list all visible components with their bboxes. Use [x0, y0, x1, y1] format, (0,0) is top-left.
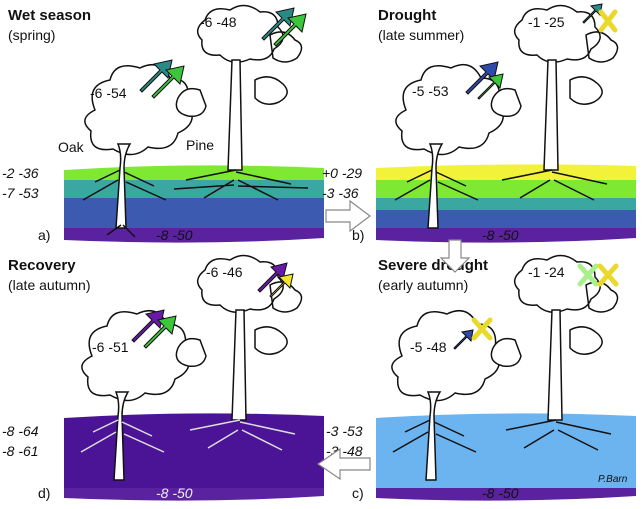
panel-subtitle: (late summer) [378, 27, 464, 43]
soil-mid-value: -8 -61 [2, 443, 39, 459]
soil-layer-5 [376, 228, 636, 243]
light-green-x-icon [577, 263, 599, 287]
pine-trunk [543, 59, 559, 171]
yellow-x-icon [598, 9, 618, 33]
oak-trunk [427, 143, 444, 229]
oak-value: -6 -51 [92, 339, 129, 355]
oak-canopy [395, 63, 504, 156]
green-arrow [273, 13, 307, 47]
pine-value: -1 -24 [528, 264, 565, 280]
soil-layer-1 [376, 413, 636, 488]
transition-arrow-c-to-d [316, 447, 371, 481]
oak-roots [392, 419, 477, 453]
panel-title: Severe drought [378, 257, 488, 274]
soil-layer-4 [376, 210, 636, 228]
soil-layer-3 [64, 198, 324, 228]
oak-roots [80, 419, 165, 453]
soil-top-value: -2 -36 [2, 165, 39, 181]
soil-layers-d [64, 413, 324, 501]
soil-mid-value: -7 -53 [2, 185, 39, 201]
oak-label: Oak [58, 139, 85, 155]
pine-trunk [227, 59, 243, 171]
water-arrows-pine-d [257, 262, 294, 298]
water-arrows-oak-c [453, 317, 493, 350]
pine-value: -6 -48 [200, 14, 237, 30]
soil-layer-4 [64, 228, 324, 243]
water-arrows-pine-c [577, 263, 619, 287]
panel-title: Wet season [8, 7, 91, 24]
oak-trunk [113, 391, 130, 481]
panel-subtitle: (spring) [8, 27, 55, 43]
oak-trunk [425, 391, 442, 481]
panel-title: Drought [378, 7, 436, 24]
pine-value: -1 -25 [528, 14, 565, 30]
soil-bottom-value: -8 -50 [482, 227, 519, 243]
water-arrows-oak-d [131, 309, 177, 349]
blue-arrow [465, 61, 499, 95]
soil-layer-2 [64, 180, 324, 198]
pine-roots [501, 169, 608, 201]
panel-subtitle: (late autumn) [8, 277, 90, 293]
oak-tree-b [394, 63, 504, 229]
water-arrows-pine-b [582, 3, 618, 33]
soil-bottom-value: -8 -50 [156, 485, 193, 501]
soil-layer-3 [376, 198, 636, 210]
soil-top-value: +0 -29 [322, 165, 362, 181]
transition-arrow-b-to-c [439, 239, 471, 273]
purple-arrow [257, 262, 288, 293]
pine-trunk [231, 309, 247, 421]
soil-bottom-value: -8 -50 [156, 227, 193, 243]
pine-value: -6 -46 [206, 264, 243, 280]
pine-tree-c [490, 254, 619, 451]
water-arrows-oak-b [465, 61, 504, 100]
teal-arrow [582, 3, 603, 24]
water-arrows-pine-a [261, 7, 307, 47]
oak-tree-d [80, 309, 190, 481]
oak-value: -6 -54 [90, 85, 127, 101]
blue-arrow [453, 329, 474, 350]
soil-top-value: -3 -53 [326, 423, 363, 439]
soil-layer-1 [64, 413, 324, 488]
panel-letter: c) [352, 485, 364, 501]
soil-bottom-value: -8 -50 [482, 485, 519, 501]
oak-roots [82, 169, 167, 238]
pine-tree-b [490, 4, 619, 201]
pine-trunk [547, 309, 563, 421]
soil-layers-c [376, 413, 636, 501]
green-arrow [151, 65, 185, 99]
panel-title: Recovery [8, 257, 76, 274]
artist-signature: P.Barn [598, 474, 628, 485]
green-arrow [143, 315, 177, 349]
panel-c: Severe drought (early autumn) -5 -48 -1 … [326, 254, 636, 501]
yellow-arrow [269, 273, 294, 298]
pine-label: Pine [186, 137, 214, 153]
pine-tree-d [175, 254, 303, 451]
yellow-x-icon [597, 263, 619, 287]
transition-arrow-a-to-b [325, 199, 371, 233]
oak-value: -5 -48 [410, 339, 447, 355]
panel-a: Wet season (spring) -6 -54 -6 -48 Oak Pi… [2, 4, 324, 243]
pine-roots [173, 169, 309, 201]
water-arrows-oak-a [139, 59, 185, 99]
soil-layers-a [64, 165, 324, 243]
soil-layer-2 [376, 180, 636, 198]
pine-roots [505, 419, 612, 451]
soil-layer-2 [64, 488, 324, 501]
oak-value: -5 -53 [412, 83, 449, 99]
oak-roots [394, 169, 479, 201]
panel-b: Drought (late summer) -5 -53 -1 -25 +0 -… [322, 3, 636, 243]
soil-mid-value: -3 -36 [322, 185, 359, 201]
pine-roots [189, 419, 296, 451]
panel-subtitle: (early autumn) [378, 277, 468, 293]
soil-top-value: -8 -64 [2, 423, 39, 439]
yellow-x-icon [471, 317, 493, 341]
green-arrow [477, 73, 504, 100]
panel-letter: b) [352, 227, 364, 243]
panel-letter: a) [38, 227, 50, 243]
panel-d: Recovery (late autumn) -6 -51 -6 -46 -8 … [2, 254, 324, 501]
panel-letter: d) [38, 485, 50, 501]
soil-layer-2 [376, 488, 636, 501]
